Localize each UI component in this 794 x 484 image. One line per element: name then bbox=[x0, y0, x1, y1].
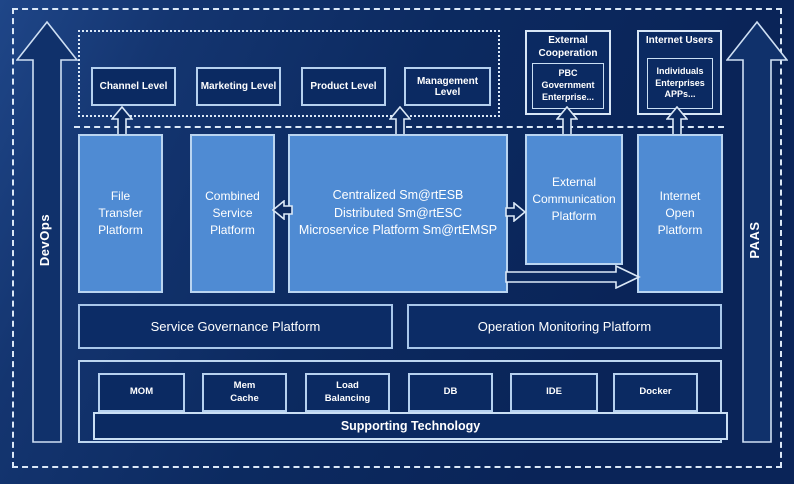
up-arrow-icon bbox=[666, 106, 688, 136]
tech-box-db: DB bbox=[408, 373, 493, 412]
external-cooperation-members: PBC Government Enterprise... bbox=[532, 63, 604, 109]
supporting-technology-container bbox=[78, 360, 722, 443]
devops-label: DevOps bbox=[37, 213, 52, 267]
level-box-marketing: Marketing Level bbox=[196, 67, 281, 106]
right-arrow-icon bbox=[505, 202, 526, 222]
devops-arrow-icon bbox=[16, 20, 78, 444]
internet-users-members: Individuals Enterprises APPs... bbox=[647, 58, 713, 109]
tech-box-ide: IDE bbox=[510, 373, 598, 412]
up-arrow-icon bbox=[111, 106, 133, 136]
level-box-management: Management Level bbox=[404, 67, 491, 106]
operation-monitoring-platform: Operation Monitoring Platform bbox=[407, 304, 722, 349]
level-box-product: Product Level bbox=[301, 67, 386, 106]
external-cooperation-title: External Cooperation bbox=[538, 35, 598, 59]
paas-label: PAAS bbox=[747, 221, 762, 259]
file-transfer-platform: File Transfer Platform bbox=[78, 134, 163, 293]
external-communication-platform: External Communication Platform bbox=[525, 134, 623, 265]
service-governance-platform: Service Governance Platform bbox=[78, 304, 393, 349]
outer-dashed-frame bbox=[12, 8, 782, 468]
level-box-channel: Channel Level bbox=[91, 67, 176, 106]
flow-arrow-icon bbox=[505, 265, 641, 289]
up-arrow-icon bbox=[556, 106, 578, 136]
left-arrow-icon bbox=[272, 200, 293, 220]
internet-open-platform: Internet Open Platform bbox=[637, 134, 723, 293]
tech-box-load-balancing: Load Balancing bbox=[305, 373, 390, 412]
paas-arrow-icon bbox=[726, 20, 788, 444]
tech-box-mom: MOM bbox=[98, 373, 185, 412]
up-arrow-icon bbox=[389, 106, 411, 136]
external-cooperation-box: External Cooperation PBC Government Ente… bbox=[525, 30, 611, 115]
levels-container: Channel Level Marketing Level Product Le… bbox=[78, 30, 500, 117]
internet-users-box: Internet Users Individuals Enterprises A… bbox=[637, 30, 722, 115]
tech-box-mem-cache: Mem Cache bbox=[202, 373, 287, 412]
combined-service-platform: Combined Service Platform bbox=[190, 134, 275, 293]
central-esb-platform: Centralized Sm@rtESB Distributed Sm@rtES… bbox=[288, 134, 508, 293]
internet-users-title: Internet Users bbox=[645, 35, 714, 46]
supporting-technology-bar: Supporting Technology bbox=[93, 412, 728, 440]
tech-box-docker: Docker bbox=[613, 373, 698, 412]
